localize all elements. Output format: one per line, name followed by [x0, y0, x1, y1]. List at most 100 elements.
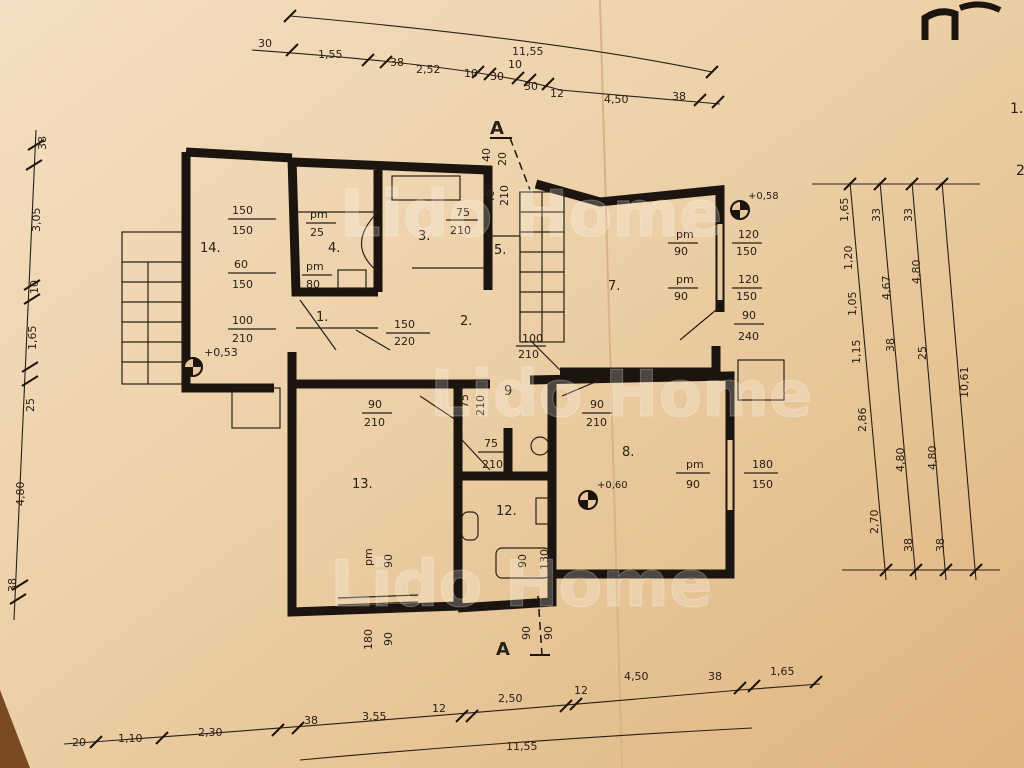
- opening-label: pm 90: [676, 458, 710, 491]
- terrace-steps-right: [737, 359, 785, 401]
- svg-text:150: 150: [394, 318, 415, 331]
- svg-text:2,52: 2,52: [416, 63, 441, 76]
- svg-text:pm: pm: [686, 458, 704, 471]
- level-marker-room14: [183, 357, 203, 377]
- svg-text:38: 38: [902, 538, 915, 552]
- svg-text:25: 25: [916, 346, 929, 360]
- svg-text:40: 40: [480, 148, 493, 162]
- svg-text:150: 150: [232, 204, 253, 217]
- svg-text:90: 90: [382, 632, 395, 646]
- room-number: 2.: [460, 314, 472, 329]
- svg-text:1,65: 1,65: [26, 326, 39, 351]
- room-number: 5.: [494, 243, 506, 258]
- room-number: 7.: [608, 279, 620, 294]
- svg-text:240: 240: [738, 330, 759, 343]
- svg-text:12: 12: [432, 702, 446, 715]
- svg-text:90: 90: [590, 398, 604, 411]
- svg-text:2,86: 2,86: [856, 408, 869, 433]
- svg-text:38: 38: [672, 90, 686, 103]
- svg-text:210: 210: [482, 458, 503, 471]
- svg-text:90: 90: [686, 478, 700, 491]
- level-marker-room8: [578, 490, 598, 510]
- bottom-dimension-lines: [63, 675, 823, 761]
- side-list-item-2: 2: [1016, 163, 1024, 179]
- svg-text:3,05: 3,05: [30, 208, 43, 233]
- svg-text:38: 38: [6, 578, 19, 592]
- svg-text:90: 90: [516, 554, 529, 568]
- watermark-middle: Lido Home: [430, 358, 812, 432]
- svg-text:130: 130: [538, 549, 551, 570]
- svg-text:1,15: 1,15: [850, 340, 863, 365]
- room-number: 1.: [316, 310, 328, 325]
- svg-text:180: 180: [362, 629, 375, 650]
- svg-text:210: 210: [498, 185, 511, 206]
- svg-text:40: 40: [484, 190, 497, 204]
- dark-table-corner: [0, 690, 30, 768]
- exterior-walls: [181, 147, 735, 617]
- bathroom-fixtures: [461, 436, 551, 579]
- room-number: 4.: [328, 241, 340, 256]
- room-number: 13.: [352, 477, 373, 492]
- opening-label: 75 210: [478, 437, 506, 471]
- svg-text:90: 90: [382, 554, 395, 568]
- svg-text:210: 210: [586, 416, 607, 429]
- svg-text:38: 38: [36, 136, 49, 150]
- room-numbers: 1. 2. 3. 4. 5. 7. 8. 9 12. 13. 14.: [200, 229, 634, 519]
- svg-text:1,05: 1,05: [846, 292, 859, 317]
- svg-text:4,80: 4,80: [894, 448, 907, 473]
- top-segment-dimensions: 30 1,55 38 2,52 10 30 10 30 12 4,50 38: [258, 37, 686, 106]
- section-line-a-a: [490, 137, 550, 656]
- svg-text:38: 38: [708, 670, 722, 683]
- svg-text:2,50: 2,50: [498, 692, 523, 705]
- level-label-room8: +0,60: [597, 480, 628, 491]
- left-dimensions: 38 3,05 10 1,65 25 4,80 38: [6, 136, 49, 592]
- svg-text:210: 210: [474, 395, 487, 416]
- svg-text:2,30: 2,30: [198, 726, 223, 739]
- svg-text:1,20: 1,20: [842, 246, 855, 271]
- svg-text:120: 120: [738, 228, 759, 241]
- room-number: 12.: [496, 504, 517, 519]
- svg-text:38: 38: [304, 714, 318, 727]
- room-number: 9: [504, 384, 512, 399]
- svg-text:pm: pm: [306, 260, 324, 273]
- svg-text:25: 25: [24, 398, 37, 412]
- svg-text:75: 75: [484, 437, 498, 450]
- svg-text:4,80: 4,80: [926, 446, 939, 471]
- svg-text:12: 12: [574, 684, 588, 697]
- svg-text:4,50: 4,50: [624, 670, 649, 683]
- svg-text:210: 210: [518, 348, 539, 361]
- level-marker-room7: [730, 200, 750, 220]
- svg-text:150: 150: [752, 478, 773, 491]
- opening-label: 90 130: [516, 549, 551, 570]
- right-total-dimension: 10,61: [958, 367, 971, 399]
- svg-text:180: 180: [752, 458, 773, 471]
- windows: [337, 224, 735, 606]
- watermark-bottom: Lido Home: [330, 548, 712, 622]
- top-dimension-lines: [251, 9, 725, 109]
- svg-text:20: 20: [72, 736, 86, 749]
- svg-text:30: 30: [524, 80, 538, 93]
- svg-text:150: 150: [736, 290, 757, 303]
- room-number: 14.: [200, 241, 221, 256]
- svg-text:210: 210: [364, 416, 385, 429]
- svg-text:2,70: 2,70: [868, 510, 881, 535]
- svg-text:10: 10: [464, 67, 478, 80]
- svg-text:4,67: 4,67: [880, 276, 893, 301]
- right-dimensions-col3: 33 4,80 25 4,80 38: [902, 208, 947, 552]
- svg-text:1,65: 1,65: [838, 198, 851, 223]
- svg-text:220: 220: [394, 335, 415, 348]
- bottom-section-dimensions: 180 90 90 90: [362, 626, 555, 650]
- svg-text:33: 33: [902, 208, 915, 222]
- top-overall-dimension: 11,55: [512, 45, 544, 58]
- interior-stairs: [519, 191, 565, 343]
- side-list-item-1: 1.: [1010, 101, 1023, 117]
